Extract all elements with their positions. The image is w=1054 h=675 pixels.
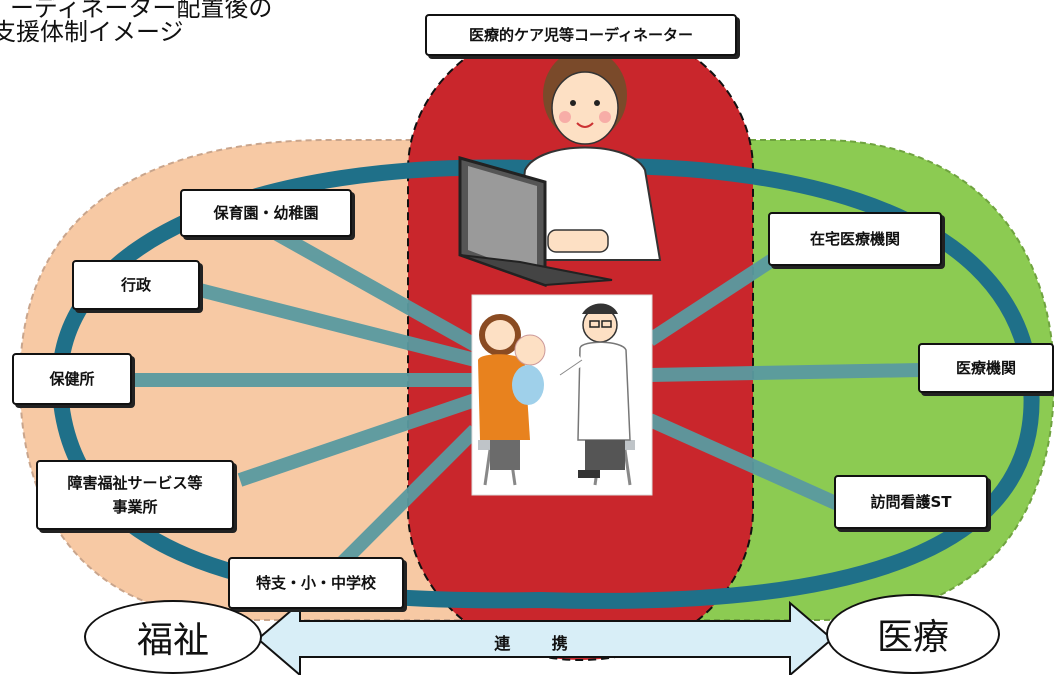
welfare-oval: 福祉	[84, 600, 262, 674]
connector-medical	[649, 363, 921, 382]
page-title-line2: 支援体制イメージ	[0, 18, 184, 46]
node-visiting-nursing: 訪問看護ST	[834, 475, 988, 529]
node-special-school: 特支・小・中学校	[228, 557, 404, 609]
connector-visiting	[647, 413, 843, 512]
page-title-line1: ーディネーター配置後の	[10, 0, 273, 22]
connector-school	[325, 425, 480, 580]
node-disability-services-line2: 事業所	[112, 498, 158, 516]
node-nursery: 保育園・幼稚園	[180, 189, 352, 237]
node-home-medical: 在宅医療機関	[768, 212, 942, 266]
baby-figure	[514, 334, 546, 366]
mother-figure	[479, 314, 521, 356]
connector-nursery	[266, 223, 479, 352]
connector-home-medical	[646, 249, 784, 346]
node-administration: 行政	[72, 260, 200, 310]
coordinator-label: 医療的ケア児等コーディネーター	[425, 14, 737, 56]
cooperation-label: 連 携	[494, 634, 586, 653]
node-health-center: 保健所	[12, 353, 132, 405]
coordinator-face	[551, 71, 619, 145]
node-disability-services: 障害福祉サービス等 事業所	[36, 460, 234, 530]
family-doctor-illustration	[471, 294, 653, 496]
coordinator-illustration	[458, 38, 662, 288]
node-disability-services-line1: 障害福祉サービス等	[67, 474, 203, 492]
connector-administration	[178, 278, 477, 367]
connector-disability	[237, 393, 478, 487]
medical-oval: 医療	[826, 594, 1000, 674]
node-medical-institution: 医療機関	[918, 343, 1054, 393]
connectors	[130, 223, 921, 580]
